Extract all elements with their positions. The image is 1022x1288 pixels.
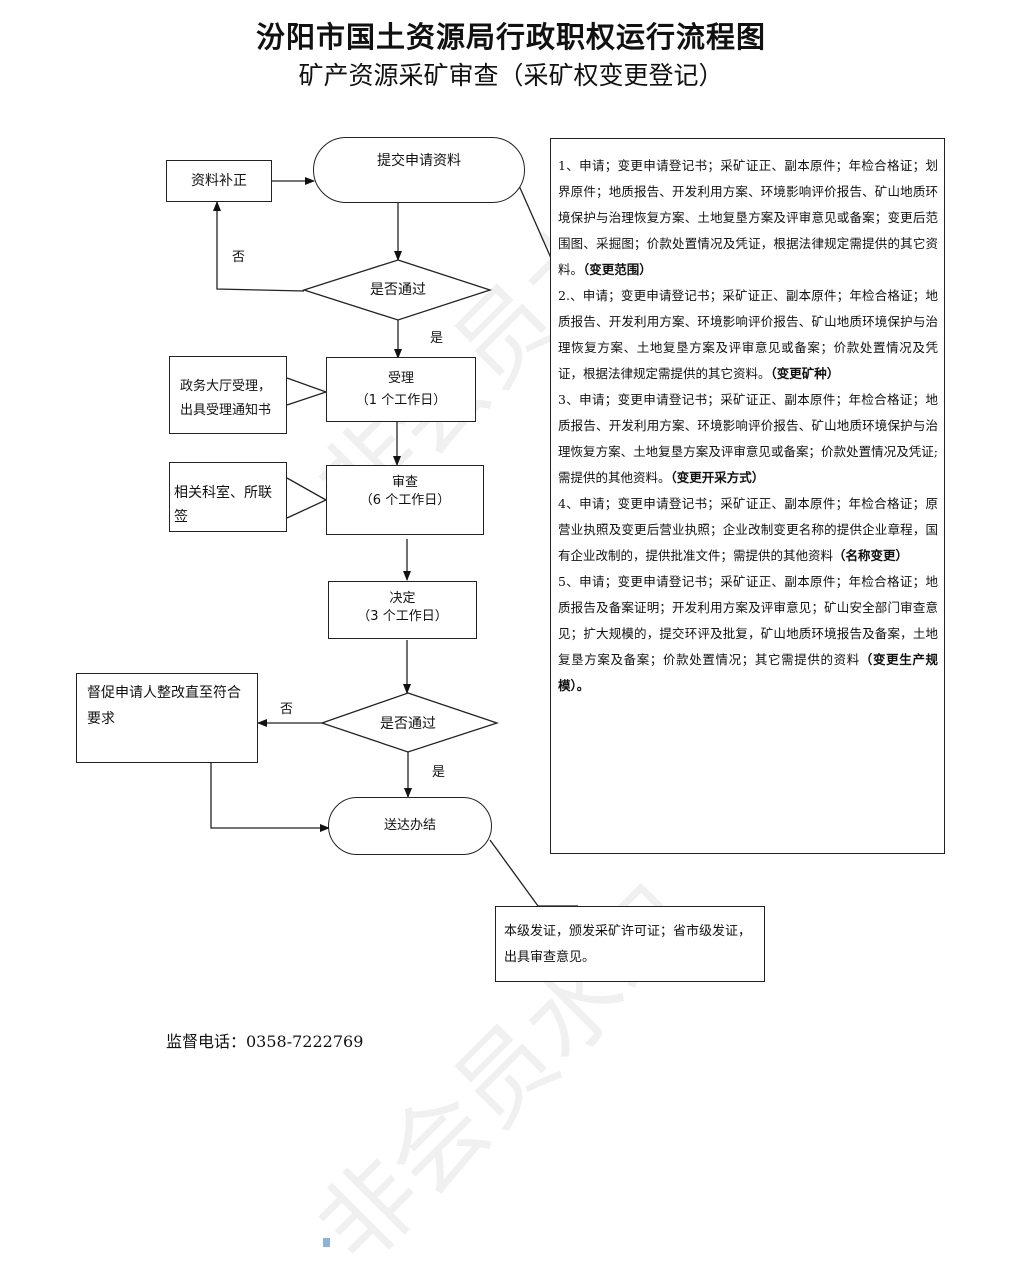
deliver-note: 本级发证，颁发采矿许可证；省市级发证，出具审查意见。	[495, 906, 765, 982]
accept-node: 受理 （1 个工作日）	[326, 357, 476, 422]
supervision-phone: 监督电话：0358-7222769	[166, 1032, 364, 1051]
material-item: 2.、申请；变更申请登记书；采矿证正、副本原件；年检合格证；地质报告、开发利用方…	[558, 288, 938, 381]
page-title: 汾阳市国土资源局行政职权运行流程图	[255, 20, 766, 54]
accept-note: 政务大厅受理，出具受理通知书	[169, 356, 287, 434]
deliver-node: 送达办结	[328, 797, 492, 855]
no-label-1: 否	[232, 250, 246, 265]
decide-title: 决定	[389, 591, 416, 606]
decision-diamond-1	[301, 259, 493, 321]
page-subtitle: 矿产资源采矿审查（采矿权变更登记）	[298, 61, 724, 90]
page-marker-icon	[323, 1238, 330, 1247]
accept-title: 受理	[387, 370, 414, 386]
review-days: （6 个工作日）	[359, 493, 451, 508]
no-label-2: 否	[280, 702, 294, 717]
material-item: 4、申请；变更申请登记书；采矿证正、副本原件；年检合格证；原营业执照及变更后营业…	[558, 496, 938, 563]
review-title: 审查	[391, 475, 418, 490]
rectify-node: 督促申请人整改直至符合要求	[76, 673, 258, 763]
decision-1-label: 是否通过	[370, 282, 426, 298]
required-materials-list: 1、申请；变更申请登记书；采矿证正、副本原件；年检合格证；划界原件；地质报告、开…	[550, 138, 945, 854]
decision-2-label: 是否通过	[380, 716, 436, 732]
review-node: 审查 （6 个工作日）	[326, 465, 484, 535]
yes-label-1: 是	[430, 331, 444, 346]
accept-days: （1 个工作日）	[355, 392, 447, 408]
review-note: 相关科室、所联签	[169, 462, 287, 532]
submit-application-node: 提交申请资料	[313, 137, 525, 203]
material-item: 5、申请；变更申请登记书；采矿证正、副本原件；年检合格证；地质报告及备案证明；开…	[558, 574, 938, 693]
submit-label: 提交申请资料	[377, 153, 461, 169]
yes-label-2: 是	[432, 765, 446, 780]
decide-days: （3 个工作日）	[357, 609, 448, 624]
material-item: 1、申请；变更申请登记书；采矿证正、副本原件；年检合格证；划界原件；地质报告、开…	[558, 158, 938, 277]
decision-diamond-2	[319, 692, 500, 753]
material-item: 3、申请；变更申请登记书；采矿证正、副本原件；年检合格证；地质报告、开发利用方案…	[558, 392, 938, 485]
deliver-label: 送达办结	[383, 818, 436, 833]
supplement-label: 资料补正	[191, 173, 247, 189]
supplement-materials-node: 资料补正	[166, 160, 272, 202]
decide-node: 决定 （3 个工作日）	[328, 581, 477, 639]
